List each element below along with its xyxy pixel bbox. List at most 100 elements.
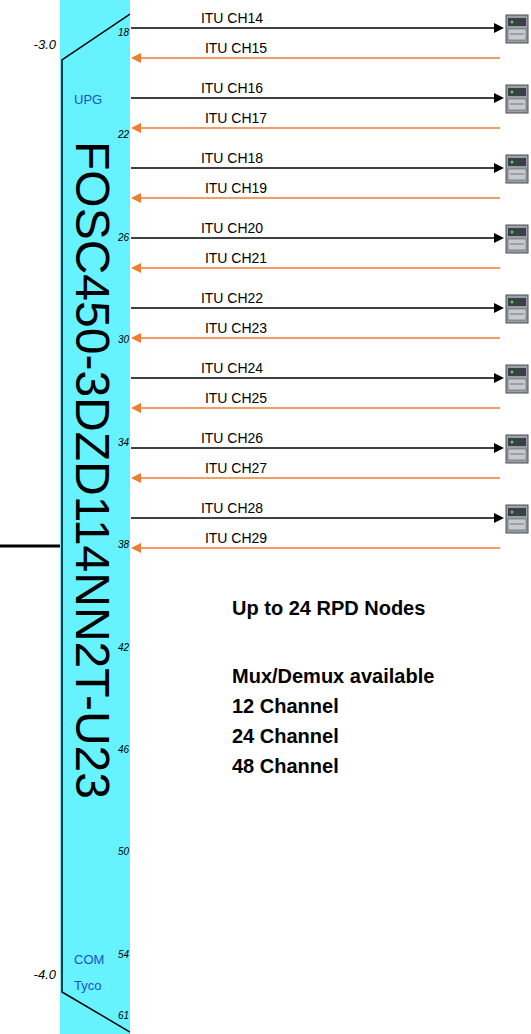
icon-panel [508, 228, 526, 236]
note-text: 48 Channel [232, 755, 339, 778]
arrow-head [131, 123, 141, 133]
channel-label: ITU CH22 [201, 290, 263, 306]
arrow-head [494, 443, 504, 453]
icon-led [511, 91, 514, 94]
icon-panel [508, 368, 526, 376]
upstream-arrow [140, 57, 500, 59]
upstream-arrow [140, 337, 500, 339]
rpd-node-icon [506, 505, 528, 533]
icon-front [508, 309, 526, 320]
downstream-arrow [131, 307, 495, 309]
arrow-head [494, 93, 504, 103]
note-text: Up to 24 RPD Nodes [232, 597, 425, 620]
rpd-node-icons [506, 15, 528, 533]
arrow-head [131, 403, 141, 413]
icon-slot [510, 34, 524, 35]
port-number: 30 [118, 334, 129, 346]
icon-led [511, 161, 514, 164]
icon-led [511, 511, 514, 514]
channel-label: ITU CH19 [205, 180, 267, 196]
icon-panel [508, 438, 526, 446]
port-number: 34 [118, 437, 129, 449]
downstream-arrow [131, 377, 495, 379]
port-number: 54 [118, 949, 129, 961]
icon-panel [508, 158, 526, 166]
icon-slot [510, 524, 524, 525]
channel-label: ITU CH18 [201, 150, 263, 166]
port-number: 22 [118, 129, 129, 141]
arrow-head [131, 193, 141, 203]
icon-led [511, 441, 514, 444]
upstream-arrow [140, 547, 500, 549]
grade-value: -3.0 [34, 38, 56, 53]
icon-front [508, 99, 526, 110]
upstream-arrow [140, 197, 500, 199]
icon-slot [510, 174, 524, 175]
icon-front [508, 519, 526, 530]
arrow-head [494, 163, 504, 173]
icon-front [508, 239, 526, 250]
icon-panel [508, 18, 526, 26]
rpd-node-icon [506, 295, 528, 323]
arrow-head [494, 23, 504, 33]
icon-led [511, 21, 514, 24]
channel-label: ITU CH20 [201, 220, 263, 236]
channel-label: ITU CH17 [205, 110, 267, 126]
arrow-head [494, 373, 504, 383]
port-number: 46 [118, 744, 129, 756]
vendor-name: Tyco [74, 979, 101, 994]
icon-panel [508, 508, 526, 516]
note-text: 24 Channel [232, 725, 339, 748]
icon-slot [510, 454, 524, 455]
icon-body [506, 85, 528, 113]
icon-panel [508, 298, 526, 306]
channel-label: ITU CH24 [201, 360, 263, 376]
arrow-head [131, 473, 141, 483]
rpd-node-icon [506, 365, 528, 393]
icon-front [508, 29, 526, 40]
downstream-arrow [131, 447, 495, 449]
channel-label: ITU CH26 [201, 430, 263, 446]
downstream-arrow [131, 97, 495, 99]
channel-label: ITU CH21 [205, 250, 267, 266]
arrow-head [494, 233, 504, 243]
icon-slot [510, 244, 524, 245]
icon-led [511, 301, 514, 304]
icon-body [506, 225, 528, 253]
channel-label: ITU CH14 [201, 10, 263, 26]
icon-front [508, 379, 526, 390]
icon-led [511, 231, 514, 234]
icon-led [511, 371, 514, 374]
upstream-arrow [140, 407, 500, 409]
downstream-arrow [131, 167, 495, 169]
port-number: 50 [118, 846, 129, 858]
port-number: 18 [118, 27, 129, 39]
port-number: 38 [118, 539, 129, 551]
downstream-arrow [131, 237, 495, 239]
rpd-node-icon [506, 435, 528, 463]
icon-body [506, 505, 528, 533]
upstream-arrow [140, 477, 500, 479]
icon-front [508, 449, 526, 460]
mux-fill [60, 0, 130, 1034]
upstream-arrow [140, 127, 500, 129]
note-text: Mux/Demux available [232, 665, 434, 688]
upstream-arrow [140, 267, 500, 269]
arrow-head [131, 263, 141, 273]
icon-panel [508, 88, 526, 96]
rpd-node-icon [506, 15, 528, 43]
arrow-head [131, 53, 141, 63]
icon-body [506, 155, 528, 183]
port-number: 61 [118, 1010, 129, 1022]
icon-slot [510, 104, 524, 105]
channel-label: ITU CH27 [205, 460, 267, 476]
channel-label: ITU CH29 [205, 530, 267, 546]
downstream-arrow [131, 27, 495, 29]
icon-body [506, 295, 528, 323]
port-name: UPG [74, 93, 102, 108]
icon-body [506, 15, 528, 43]
channel-label: ITU CH25 [205, 390, 267, 406]
downstream-arrow [131, 517, 495, 519]
channel-label: ITU CH23 [205, 320, 267, 336]
